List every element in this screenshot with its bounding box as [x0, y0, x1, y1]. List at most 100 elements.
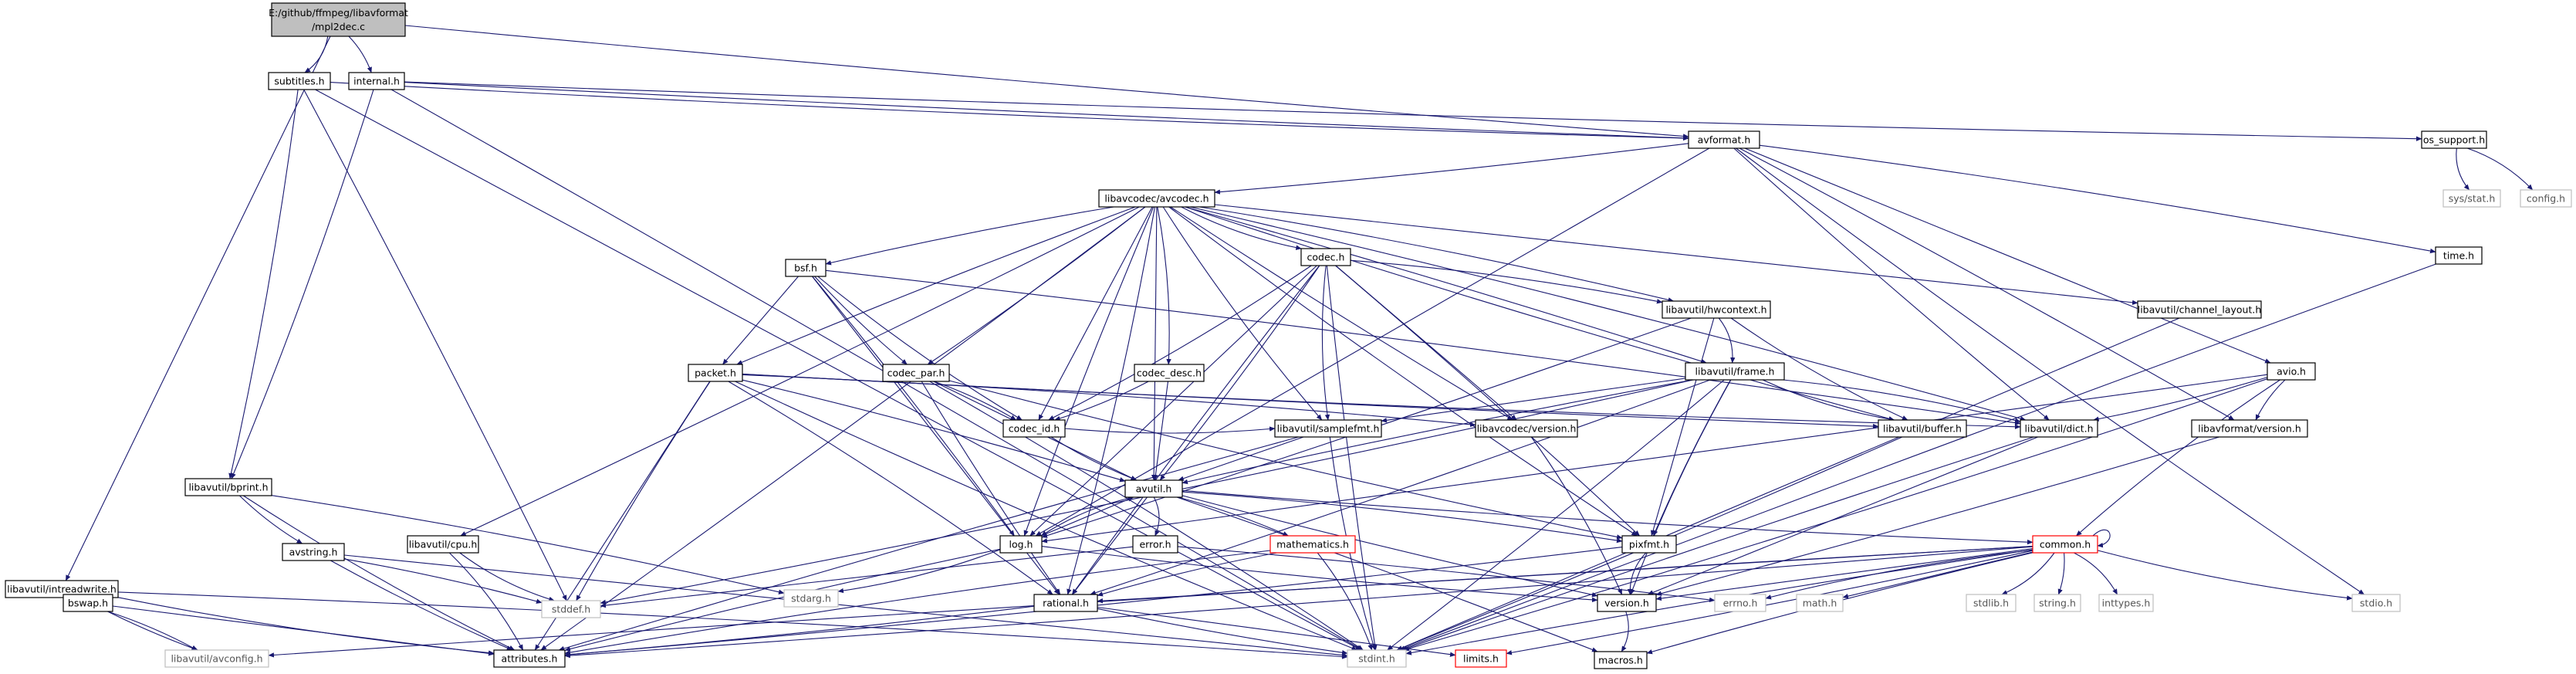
node-codec-par[interactable]: codec_par.h — [882, 364, 950, 382]
edge-pixfmt-to-version — [1627, 552, 1647, 595]
node-common[interactable]: common.h — [2032, 535, 2098, 554]
node-buffer[interactable]: libavutil/buffer.h — [1878, 419, 1967, 438]
edge-bprint-to-stdarg — [271, 495, 785, 594]
node-internal[interactable]: internal.h — [348, 72, 405, 90]
node-bswap[interactable]: bswap.h — [63, 594, 113, 612]
edge-channel_layout-to-stdint — [1396, 317, 2180, 651]
node-log[interactable]: log.h — [999, 535, 1043, 554]
node-box — [2033, 594, 2081, 612]
edge-mathematics-to-rational — [1097, 552, 1277, 597]
node-codec-desc[interactable]: codec_desc.h — [1134, 364, 1205, 382]
node-box — [785, 259, 827, 277]
node-attributes[interactable]: attributes.h — [493, 649, 566, 668]
edge-cpu-to-attributes — [448, 552, 524, 651]
edge-common-to-version — [1655, 548, 2033, 601]
edge-avio-to-avf_version — [2255, 379, 2286, 421]
node-avformat[interactable]: avformat.h — [1688, 130, 1760, 149]
edge-avutil-to-version — [1182, 495, 1598, 598]
node-label: stdio.h — [2360, 598, 2392, 609]
node-os-support[interactable]: os_support.h — [2421, 130, 2487, 149]
edge-avio-to-common — [2076, 379, 2280, 537]
node-label: os_support.h — [2423, 134, 2485, 146]
node-label-line: E:/github/ffmpeg/libavformat — [269, 7, 408, 19]
node-codec[interactable]: codec.h — [1300, 248, 1351, 266]
edge-avcodec-to-frame — [1185, 206, 1707, 364]
edge-avc_version-to-version — [1530, 436, 1623, 595]
edge-codec-to-log — [1029, 265, 1317, 537]
node-stdlib: stdlib.h — [1966, 594, 2017, 612]
node-samplefmt[interactable]: libavutil/samplefmt.h — [1274, 419, 1382, 438]
edge-avformat-to-avcodec — [1214, 143, 1689, 195]
node-label: sys/stat.h — [2449, 193, 2496, 205]
edge-mpl2dec-to-internal — [348, 36, 372, 73]
node-stddef: stddef.h — [541, 600, 601, 618]
node-rational[interactable]: rational.h — [1033, 594, 1098, 612]
edge-codec-to-hwcontext — [1350, 259, 1663, 304]
node-frame[interactable]: libavutil/frame.h — [1685, 362, 1785, 381]
edge-avcodec-to-codec — [1181, 206, 1302, 250]
node-box — [2351, 594, 2401, 612]
node-time[interactable]: time.h — [2435, 246, 2483, 265]
node-label: math.h — [1803, 598, 1837, 609]
edge-intreadwrite-to-stdint — [117, 591, 1348, 659]
edge-bsf-to-codec_id — [817, 276, 1023, 421]
node-avcodec[interactable]: libavcodec/avcodec.h — [1098, 189, 1215, 208]
node-box — [2421, 130, 2487, 149]
node-cpu[interactable]: libavutil/cpu.h — [407, 535, 479, 554]
node-box — [164, 649, 269, 668]
edge-samplefmt-to-avutil — [1178, 436, 1304, 481]
node-label: libavutil/intreadwrite.h — [7, 584, 117, 595]
node-mathematics[interactable]: mathematics.h — [1269, 535, 1356, 554]
node-subtitles[interactable]: subtitles.h — [268, 72, 331, 90]
node-label: libavutil/samplefmt.h — [1277, 423, 1380, 435]
node-layer: E:/github/ffmpeg/libavformat/mpl2dec.c su… — [5, 2, 2572, 669]
node-box — [1966, 594, 2017, 612]
edge-avcodec-to-codec_desc — [1157, 206, 1171, 365]
node-box — [1688, 130, 1760, 149]
node-box — [1621, 535, 1677, 554]
edge-error-to-stddef — [600, 546, 1134, 608]
node-string: string.h — [2033, 594, 2081, 612]
edge-avcodec-to-hwcontext — [1199, 206, 1675, 303]
node-avc-version[interactable]: libavcodec/version.h — [1475, 419, 1578, 438]
node-codec-id[interactable]: codec_id.h — [1002, 419, 1066, 438]
node-label: codec_par.h — [887, 367, 945, 379]
node-box — [1033, 594, 1098, 612]
node-dict[interactable]: libavutil/dict.h — [2020, 419, 2098, 438]
edge-internal-to-bprint — [231, 89, 374, 479]
node-bsf[interactable]: bsf.h — [785, 259, 827, 277]
node-box — [1796, 594, 1844, 612]
node-pixfmt[interactable]: pixfmt.h — [1621, 535, 1677, 554]
edge-avutil-to-mathematics — [1178, 496, 1289, 537]
node-limits[interactable]: limits.h — [1455, 649, 1507, 668]
node-avio[interactable]: avio.h — [2267, 362, 2316, 381]
edge-avcodec-to-attributes — [540, 206, 1146, 651]
node-avstring[interactable]: avstring.h — [282, 543, 345, 561]
node-avf-version[interactable]: libavformat/version.h — [2191, 419, 2308, 438]
node-macros[interactable]: macros.h — [1594, 651, 1648, 669]
edge-log-to-version — [1041, 546, 1598, 603]
node-version[interactable]: version.h — [1597, 594, 1657, 612]
node-intreadwrite[interactable]: libavutil/intreadwrite.h — [5, 580, 119, 598]
node-bprint[interactable]: libavutil/bprint.h — [184, 478, 272, 496]
edge-avcodec-to-packet — [736, 206, 1136, 365]
edge-avcodec-to-pixfmt — [1168, 206, 1638, 537]
edge-avutil-to-rational — [1072, 496, 1148, 595]
node-label: libavutil/avconfig.h — [171, 653, 262, 665]
node-avutil[interactable]: avutil.h — [1124, 479, 1183, 498]
node-box — [2032, 535, 2098, 554]
edge-common-to-errno — [1765, 550, 2033, 600]
edge-codec_desc-to-avutil — [1153, 381, 1169, 481]
node-mpl2dec[interactable]: E:/github/ffmpeg/libavformat/mpl2dec.c — [269, 2, 408, 37]
edge-avcodec-to-dict — [1190, 206, 2027, 422]
node-box — [282, 543, 345, 561]
edge-bsf-to-packet — [722, 276, 799, 365]
node-config: config.h — [2520, 189, 2572, 208]
node-channel-layout[interactable]: libavutil/channel_layout.h — [2137, 300, 2262, 319]
node-hwcontext[interactable]: libavutil/hwcontext.h — [1662, 300, 1771, 319]
node-error[interactable]: error.h — [1132, 535, 1178, 554]
edge-common-to-avconfig — [268, 546, 2033, 658]
edge-packet-to-stdint — [735, 381, 1357, 651]
node-packet[interactable]: packet.h — [688, 364, 743, 382]
node-box — [1098, 189, 1215, 208]
